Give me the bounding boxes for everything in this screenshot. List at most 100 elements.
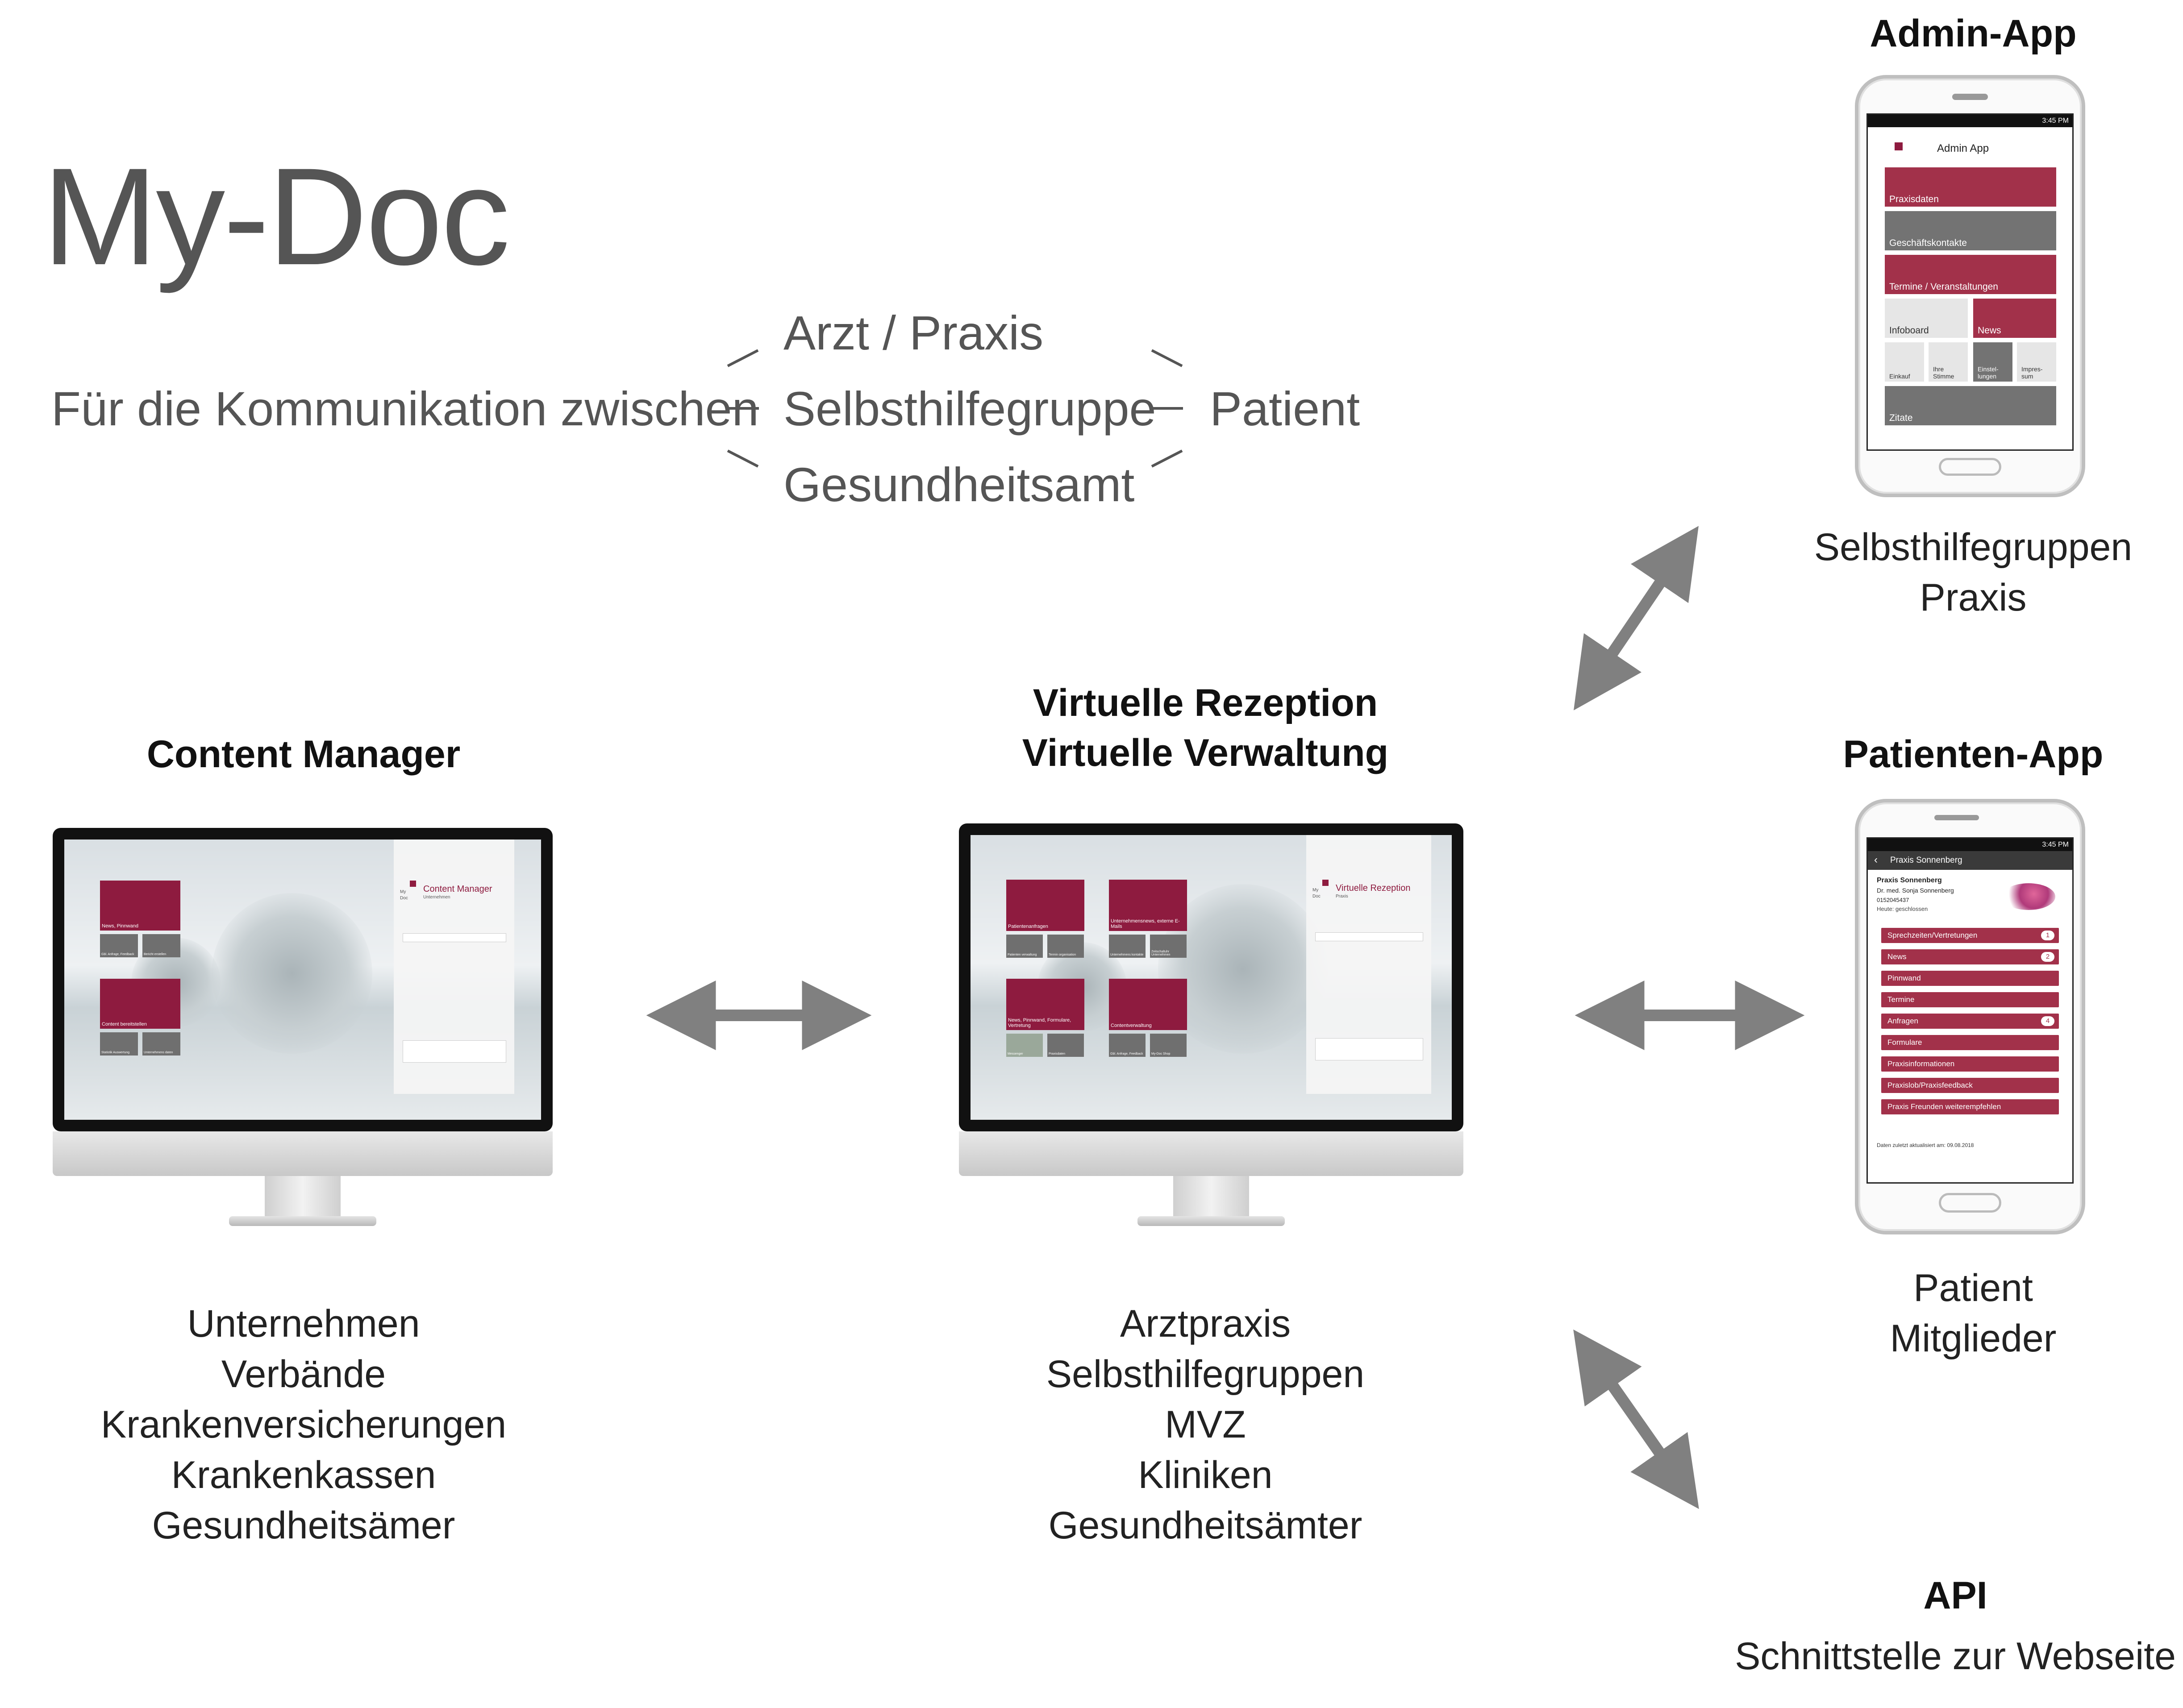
virtual-reception-monitor: Patientenanfragen Unternehmensnews, exte… [959, 823, 1463, 1230]
vr-small-tile-2[interactable]: Termin organisation [1047, 935, 1084, 958]
patient-menu-item[interactable]: Pinnwand [1881, 971, 2059, 986]
cm-small-tile-4[interactable]: Unternehmens daten [142, 1032, 180, 1056]
admin-app-heading: Admin-App [1870, 12, 2077, 55]
vr-small-tile-3[interactable]: Unternehmens kontakte [1109, 935, 1146, 958]
cm-search-input[interactable] [403, 933, 506, 942]
virtual-reception-users: Arztpraxis Selbsthilfegruppen MVZ Klinik… [982, 1299, 1429, 1551]
patient-app-heading: Patienten-App [1843, 733, 2104, 776]
cm-screen-subtitle: Unternehmen [423, 895, 450, 900]
admin-user-1: Selbsthilfegruppen [1814, 526, 2133, 569]
patient-nav-bar: ‹ Praxis Sonnenberg [1868, 851, 2072, 870]
monitor-chin [959, 1131, 1463, 1176]
vr-side-panel: My Doc Virtuelle Rezeption Praxis [1306, 835, 1431, 1094]
back-arrow-icon[interactable]: ‹ [1874, 854, 1878, 866]
content-manager-heading: Content Manager [146, 733, 461, 776]
badge-count: 4 [2041, 1016, 2054, 1026]
phone-speaker [1952, 94, 1988, 100]
patient-menu-item[interactable]: Anfragen 4 [1881, 1014, 2059, 1029]
vr-user-1: Arztpraxis [1120, 1302, 1291, 1345]
admin-row-quotes[interactable]: Zitate [1885, 386, 2056, 425]
monitor-neck [1173, 1176, 1249, 1218]
patient-app-phone: 3:45 PM ‹ Praxis Sonnenberg Praxis Sonne… [1855, 799, 2085, 1234]
patient-menu-label: Formulare [1887, 1038, 1922, 1047]
vr-message-box[interactable] [1315, 1038, 1423, 1060]
monitor-foot [229, 1216, 376, 1226]
admin-row-infoboard[interactable]: Infoboard [1885, 299, 1968, 338]
admin-tile-shop[interactable]: Einkauf [1885, 342, 1924, 382]
cm-user-5: Gesundheitsämer [152, 1504, 455, 1547]
my-doc-logo [1895, 142, 1903, 150]
practice-phone: 0152045437 [1877, 897, 1909, 903]
cm-logo-bottom: Doc [400, 896, 408, 901]
communication-prefix: Für die Kommunikation zwischen [51, 382, 759, 436]
vr-small-tile-4[interactable]: Zeitschaltuhr Unternehmen [1150, 935, 1187, 958]
admin-row-praxisdaten[interactable]: Praxisdaten [1885, 167, 2056, 207]
cm-user-1: Unternehmen [187, 1302, 420, 1345]
patient-menu-label: Sprechzeiten/Vertretungen [1887, 931, 1978, 939]
patient-menu-item[interactable]: Praxislob/Praxisfeedback [1881, 1078, 2059, 1093]
cm-tile-news[interactable]: News, Pinnwand [100, 881, 180, 931]
cm-user-4: Krankenkassen [171, 1454, 436, 1496]
admin-row-events[interactable]: Termine / Veranstaltungen [1885, 255, 2056, 294]
cm-message-box[interactable] [403, 1040, 506, 1063]
patient-menu-label: Termine [1887, 995, 1915, 1004]
vr-small-tile-1[interactable]: Patienten verwaltung [1006, 935, 1043, 958]
cm-small-tile-1[interactable]: Gbl. Anfrage, Feedback [100, 934, 138, 957]
vr-small-tile-5[interactable]: Messenger [1006, 1034, 1043, 1057]
vr-user-5: Gesundheitsämter [1048, 1504, 1362, 1547]
vr-heading-line-2: Virtuelle Verwaltung [1022, 731, 1389, 774]
patient-menu-label: Praxislob/Praxisfeedback [1887, 1081, 1973, 1089]
vr-tile-company-news[interactable]: Unternehmensnews, externe E-Mails [1109, 880, 1187, 931]
patient-nav-title: Praxis Sonnenberg [1890, 856, 1962, 865]
patient-menu-label: Anfragen [1887, 1017, 1918, 1025]
vr-small-tile-8[interactable]: My-Doc Shop [1150, 1034, 1187, 1057]
dash-down-right [1151, 449, 1183, 468]
vr-heading-line-1: Virtuelle Rezeption [1033, 682, 1378, 724]
vr-tile-news-board[interactable]: News, Pinnwand, Formulare, Vertretung [1006, 979, 1084, 1030]
phone-home-button[interactable] [1939, 1193, 2001, 1213]
vr-user-2: Selbsthilfegruppen [1046, 1353, 1365, 1396]
admin-row-news[interactable]: News [1973, 299, 2056, 338]
patient-menu-item[interactable]: Praxisinformationen [1881, 1056, 2059, 1072]
admin-tile-voice[interactable]: Ihre Stimme [1929, 342, 1968, 382]
vr-small-tile-7[interactable]: Gbl. Anfrage, Feedback [1109, 1034, 1146, 1057]
patient-menu-label: Praxisinformationen [1887, 1060, 1955, 1068]
admin-user-2: Praxis [1920, 576, 2027, 619]
admin-tile-settings[interactable]: Einstel- lungen [1973, 342, 2012, 382]
patient-status-bar: 3:45 PM [1868, 839, 2072, 851]
vr-tile-content-admin[interactable]: Contentverwaltung [1109, 979, 1187, 1030]
page-title: My-Doc [42, 139, 510, 294]
lotus-logo-icon [2002, 883, 2055, 910]
patient-menu-item[interactable]: Praxis Freunden weiterempfehlen [1881, 1099, 2059, 1114]
cm-small-tile-2[interactable]: Bericht erstellen [142, 934, 180, 957]
admin-tile-imprint[interactable]: Impres- sum [2017, 342, 2056, 382]
dash-up-left [727, 349, 759, 367]
admin-app-users: Selbsthilfegruppen Praxis [1750, 522, 2183, 623]
admin-app-title: Admin App [1937, 142, 1989, 154]
patient-menu-item[interactable]: Termine [1881, 992, 2059, 1007]
patient-user-2: Mitglieder [1890, 1317, 2057, 1360]
communication-party-1: Arzt / Praxis [783, 306, 1044, 360]
content-manager-monitor: News, Pinnwand Gbl. Anfrage, Feedback Be… [53, 828, 553, 1230]
badge-count: 1 [2041, 931, 2054, 940]
communication-target: Patient [1210, 382, 1360, 436]
patient-menu-label: Praxis Freunden weiterempfehlen [1887, 1102, 2001, 1111]
vr-small-tile-6[interactable]: Praxisdaten [1047, 1034, 1084, 1057]
cm-tile-content[interactable]: Content bereitstellen [100, 979, 180, 1029]
patient-user-1: Patient [1913, 1267, 2033, 1309]
admin-row-contacts[interactable]: Geschäftskontakte [1885, 211, 2056, 250]
vr-tile-patient-requests[interactable]: Patientenanfragen [1006, 880, 1084, 931]
vr-search-input[interactable] [1315, 932, 1423, 941]
phone-home-button[interactable] [1939, 458, 2001, 476]
patient-menu-item[interactable]: Formulare [1881, 1035, 2059, 1050]
patient-menu-item[interactable]: Sprechzeiten/Vertretungen 1 [1881, 928, 2059, 943]
virtual-reception-heading: Virtuelle Rezeption Virtuelle Verwaltung [982, 678, 1429, 778]
monitor-neck [265, 1176, 341, 1218]
doctor-name: Dr. med. Sonja Sonnenberg [1877, 887, 1954, 894]
cm-small-tile-3[interactable]: Statistik Auswertung [100, 1032, 138, 1056]
cm-user-2: Verbände [221, 1353, 386, 1396]
patient-app-users: Patient Mitglieder [1750, 1263, 2183, 1364]
